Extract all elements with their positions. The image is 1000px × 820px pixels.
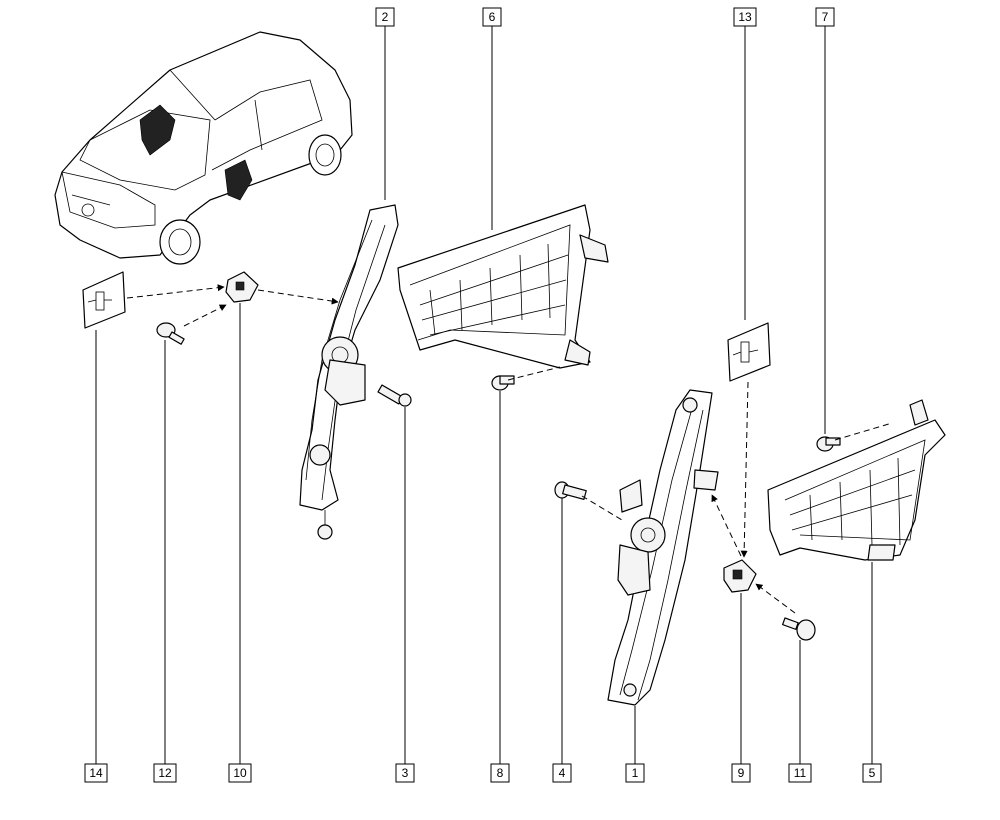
callout-labels: 2 6 13 7 14 12 10 3 [84, 7, 882, 783]
callout-2: 2 [375, 7, 395, 27]
window-regulator-1 [607, 389, 719, 706]
bolt-4 [554, 481, 587, 500]
label-plate-13 [727, 322, 771, 382]
label-plate-14 [82, 271, 126, 329]
callout-5: 5 [862, 763, 882, 783]
callout-9: 9 [731, 763, 751, 783]
window-regulator-2 [299, 204, 399, 540]
callout-8: 8 [490, 763, 510, 783]
bolt-3 [377, 384, 412, 407]
connector-10 [225, 271, 259, 303]
callout-3: 3 [395, 763, 415, 783]
callout-5-text: 5 [869, 766, 876, 780]
callout-11: 11 [788, 763, 812, 783]
callout-6-text: 6 [489, 10, 496, 24]
callout-8-text: 8 [497, 766, 504, 780]
leader-lines [95, 26, 873, 764]
front-window-regulator-highlight [139, 104, 176, 156]
callout-6: 6 [482, 7, 502, 27]
callout-13-text: 13 [738, 10, 752, 24]
callout-4: 4 [552, 763, 572, 783]
door-panel-5 [767, 399, 946, 561]
callout-11-text: 11 [794, 766, 807, 780]
callout-2-text: 2 [382, 10, 389, 24]
callout-1-text: 1 [632, 766, 639, 780]
assembly-arrows [126, 284, 893, 614]
callout-9-text: 9 [738, 766, 745, 780]
callout-10-text: 10 [233, 766, 247, 780]
callout-10: 10 [228, 763, 252, 783]
callout-1: 1 [625, 763, 645, 783]
screw-11 [782, 617, 816, 641]
screw-7 [816, 436, 841, 452]
door-panel-6 [397, 204, 609, 369]
connector-9 [723, 559, 757, 593]
screw-8 [491, 375, 515, 391]
screw-12 [156, 322, 185, 345]
vehicle-illustration [54, 31, 353, 265]
callout-4-text: 4 [559, 766, 566, 780]
callout-12: 12 [153, 763, 177, 783]
callout-12-text: 12 [158, 766, 172, 780]
callout-3-text: 3 [402, 766, 409, 780]
callout-14: 14 [84, 763, 108, 783]
callout-13: 13 [733, 7, 757, 27]
callout-7: 7 [815, 7, 835, 27]
callout-7-text: 7 [822, 10, 829, 24]
callout-14-text: 14 [89, 766, 103, 780]
door-regulator-highlight [224, 159, 253, 201]
